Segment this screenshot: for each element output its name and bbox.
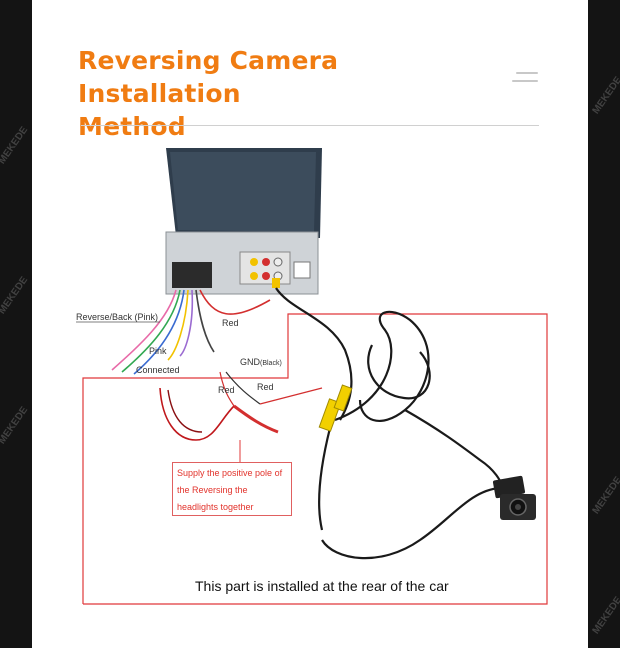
label-red-right: Red [257,382,274,392]
label-connected: Connected [136,365,180,375]
label-red-top: Red [222,318,239,328]
head-unit [165,148,322,295]
power-note-line3: headlights together [177,502,254,512]
page-title-line1: Reversing Camera Installation [78,46,339,108]
label-pink: Pink [149,346,167,356]
camera-cable [275,287,506,560]
label-reverse-back: Reverse/Back (Pink) [76,312,159,322]
power-note-line1: Supply the positive pole of [177,468,283,478]
divider [81,125,539,126]
wiring-connector [172,262,212,288]
reversing-camera [492,475,536,520]
page-title: Reversing Camera Installation Method [78,44,498,143]
rear-area-frame [76,313,548,605]
page-title-line2: Method [78,112,186,141]
label-gnd: GND(Black) [240,357,282,367]
footer-caption: This part is installed at the rear of th… [195,578,449,594]
power-note: Supply the positive pole of the Reversin… [172,462,292,516]
menu-icon-bar [516,72,538,74]
menu-icon[interactable] [512,72,538,84]
power-note-line2: the Reversing the [177,485,248,495]
rca-connector [318,384,353,432]
label-red-left: Red [218,385,235,395]
wire-harness [111,289,271,375]
content-card [32,0,588,648]
menu-icon-bar [512,80,538,82]
power-lead [159,371,323,441]
rca-video-plug [272,278,280,288]
